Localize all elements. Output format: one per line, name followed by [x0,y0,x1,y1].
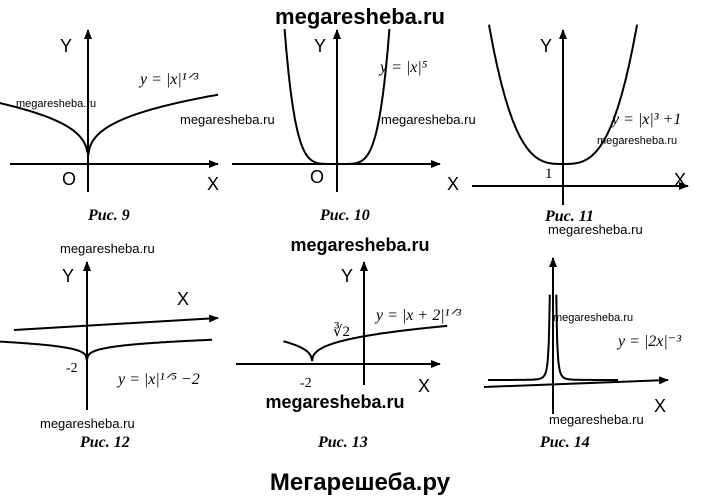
figure-9: Y X O y = |x|¹ᐟ³ Рис. 9 [0,29,219,224]
x-axis-label: X [418,376,430,396]
x-axis-label: X [654,396,666,416]
x-axis-label: X [207,174,219,194]
graph-curve [283,324,448,362]
value-mark: -2 [66,361,78,376]
y-axis-label: Y [62,266,74,286]
caption: Рис. 11 [544,208,594,225]
mid13-watermark: megaresheba.ru [265,392,404,412]
x-axis [483,376,669,388]
small-watermark: megaresheba.ru [553,312,633,324]
value-mark: 1 [545,166,553,182]
small-watermark: megaresheba.ru [180,112,275,127]
footer-watermark: Мегарешеба.ру [270,469,451,496]
small-watermark: megaresheba.ru [548,222,643,237]
figure-11: Y X 1 y = |x|³ +1 Рис. 11 [472,24,689,225]
middle-watermark: megaresheba.ru [290,235,429,255]
y-axis-label: Y [60,36,72,56]
graph-curve [488,24,638,165]
figure-12: Y X -2 y = |x|¹ᐟ⁵ −2 Рис. 12 [0,261,219,451]
figure-13: Y X -2 ∛2 y = |x + 2|¹ᐟ³ Рис. 13 [236,261,461,451]
formula: y = |x + 2|¹ᐟ³ [374,307,461,324]
y-axis-label: Y [314,36,326,56]
figure-10: Y X O y = |x|⁵ Рис. 10 [232,28,459,224]
y-axis-label: Y [540,36,552,56]
x-axis [13,314,219,331]
origin-label: O [62,169,76,189]
formula: y = |x|⁵ [378,59,428,76]
caption: Рис. 12 [79,434,130,451]
header-watermark: megaresheba.ru [275,4,445,29]
graph-curve [283,28,391,165]
value-mark: -2 [300,376,312,391]
cube-root-mark: ∛2 [333,322,350,340]
formula: y = |2x|⁻³ [616,333,681,350]
y-axis-label: Y [341,266,353,286]
small-watermark: megaresheba.ru [549,412,644,427]
formula: y = |x|¹ᐟ⁵ −2 [116,371,200,388]
formula: y = |x|³ +1 [610,111,681,128]
x-axis-label: X [177,289,189,309]
small-watermark: megaresheba.ru [597,135,677,147]
graph-curve [488,294,618,381]
caption: Рис. 9 [87,207,130,224]
formula: y = |x|¹ᐟ³ [138,71,198,88]
caption: Рис. 13 [317,434,368,451]
small-watermark: megaresheba.ru [40,416,135,431]
caption: Рис. 10 [319,207,370,224]
graph-curve [0,93,219,158]
origin-label: O [310,167,324,187]
x-axis-label: X [674,170,686,190]
x-axis-label: X [447,174,459,194]
caption: Рис. 14 [539,434,590,451]
small-watermark: megaresheba.ru [381,112,476,127]
graph-curve [0,338,212,361]
figure-14: X y = |2x|⁻³ Рис. 14 [483,257,681,451]
small-watermark: megaresheba.ru [60,241,155,256]
small-watermark: megaresheba.ru [16,98,96,110]
